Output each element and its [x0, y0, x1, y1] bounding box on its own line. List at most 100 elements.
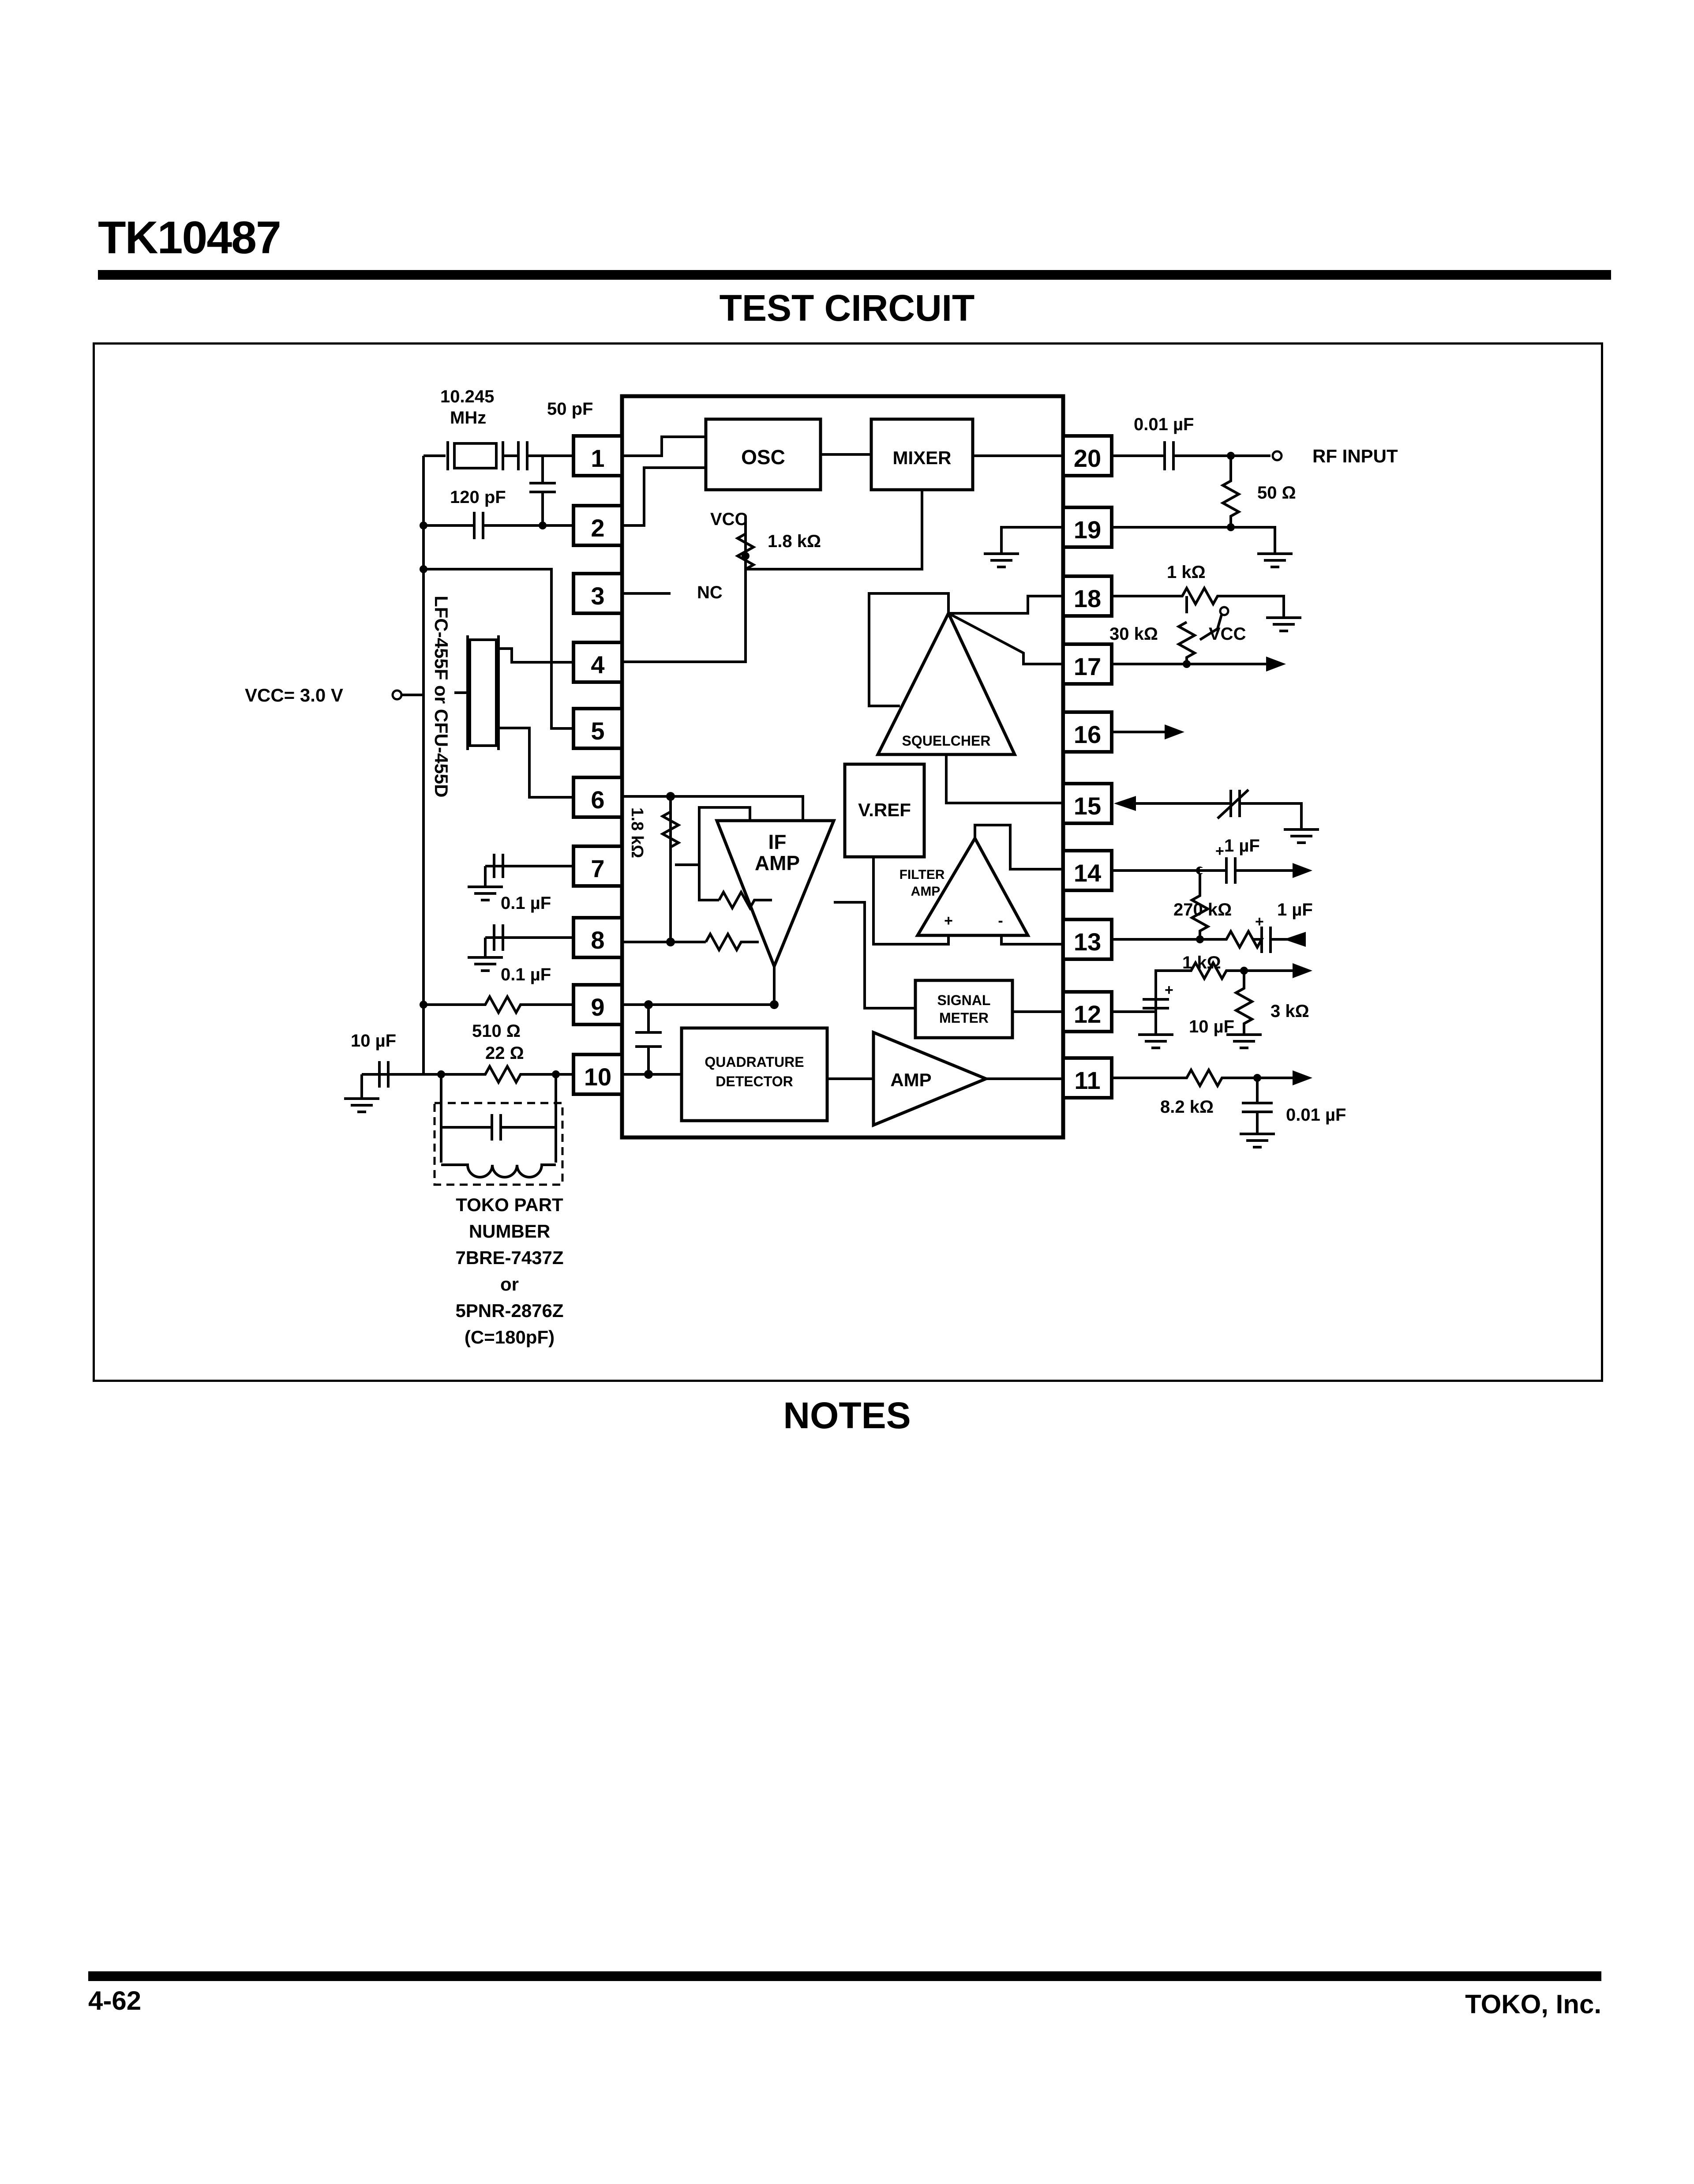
- pin-14-label: 14: [1074, 859, 1101, 887]
- toko-line-1: TOKO PART: [456, 1194, 563, 1215]
- ceramic-filter-label: LFC-455F or CFU-455D: [431, 596, 452, 797]
- r-22-label: 22 Ω: [485, 1043, 524, 1063]
- pin-7-label: 7: [591, 855, 604, 882]
- circuit-frame: [93, 342, 1603, 1382]
- pin-2-label: 2: [591, 514, 604, 542]
- pin14-cap-plus: +: [1215, 843, 1224, 859]
- signal-meter-label-1: SIGNAL: [937, 992, 991, 1008]
- toko-line-6: (C=180pF): [465, 1327, 555, 1347]
- pin-9-label: 9: [591, 993, 604, 1021]
- r-1k-12-label: 1 kΩ: [1182, 953, 1221, 972]
- vref-block: V.REF: [843, 762, 926, 859]
- osc-block: OSC: [704, 417, 822, 492]
- pin12-visible-parts: +: [1112, 960, 1312, 1049]
- vcc-internal-label: VCC: [710, 510, 747, 529]
- r-1.8k-vertical-label: 1.8 kΩ: [628, 807, 646, 858]
- c-7-label: 0.1 µF: [501, 893, 551, 913]
- quad-det-label-2: DETECTOR: [716, 1073, 793, 1089]
- crystal-symbol: [453, 442, 498, 469]
- pin-12-label: 12: [1074, 1000, 1101, 1028]
- pin-10-label: 10: [584, 1063, 611, 1091]
- squelcher-label: SQUELCHER: [902, 733, 991, 749]
- vcc-18-label: VCC: [1209, 624, 1246, 644]
- r-270k-label: 270 kΩ: [1173, 900, 1232, 919]
- c-10uf-12-label: 10 µF: [1189, 1017, 1234, 1036]
- signal-meter-label-2: METER: [939, 1010, 989, 1026]
- left-external-circuit: [344, 441, 573, 1186]
- if-amp: IF AMP: [714, 819, 836, 971]
- rf-input-label: RF INPUT: [1312, 446, 1398, 466]
- r-1.8k-label: 1.8 kΩ: [768, 532, 821, 551]
- filter-amp-plus: +: [944, 912, 953, 929]
- crystal-unit-label: MHz: [450, 408, 486, 428]
- output-amp: AMP: [872, 1030, 990, 1128]
- pin14-visible-parts: +: [1200, 843, 1312, 884]
- if-amp-label-2: AMP: [755, 852, 800, 874]
- output-amp-label: AMP: [890, 1069, 931, 1090]
- pin-19-label: 19: [1074, 516, 1101, 544]
- toko-part-outline: [433, 1102, 564, 1186]
- squelcher-amp: SQUELCHER: [875, 609, 1017, 756]
- notes-title: NOTES: [783, 1395, 911, 1436]
- pin-4-label: 4: [591, 651, 604, 679]
- filter-amp: FILTER AMP + -: [899, 835, 1031, 937]
- ceramic-filter: [468, 638, 498, 747]
- filter-amp-minus: -: [998, 912, 1003, 929]
- r-510-label: 510 Ω: [472, 1021, 521, 1041]
- document-title: TK10487: [98, 212, 281, 263]
- pin12-cap-plus: +: [1165, 982, 1173, 998]
- left-pins: 1 2 3 4 5 6 7 8 9 10: [572, 434, 624, 1096]
- pin13-visible-parts: +: [1112, 913, 1306, 953]
- c-001uf-11-label: 0.01 µF: [1286, 1105, 1346, 1125]
- pin-18-label: 18: [1074, 585, 1101, 612]
- ic-body: [620, 394, 1065, 1140]
- section-title: TEST CIRCUIT: [719, 287, 975, 329]
- pin-3-label: 3: [591, 582, 604, 610]
- c-001uf-rf-label: 0.01 µF: [1134, 415, 1194, 434]
- right-external-circuit: [984, 441, 1319, 939]
- pin-6-label: 6: [591, 786, 604, 814]
- quadrature-detector-block: QUADRATURE DETECTOR: [680, 1026, 829, 1122]
- header-rule: [98, 270, 1611, 280]
- r-3k-label: 3 kΩ: [1270, 1002, 1309, 1021]
- r-1k-18-label: 1 kΩ: [1167, 563, 1206, 582]
- r-30k-label: 30 kΩ: [1109, 624, 1158, 644]
- pin-15-label: 15: [1074, 792, 1101, 820]
- c-10uf-left-label: 10 µF: [351, 1031, 396, 1051]
- toko-part-text: TOKO PART NUMBER 7BRE-7437Z or 5PNR-2876…: [455, 1194, 563, 1347]
- pin-11-label: 11: [1074, 1066, 1100, 1094]
- pin-3-box: [572, 572, 624, 615]
- r-50-label: 50 Ω: [1257, 483, 1296, 503]
- crystal-freq-label: 10.245: [440, 387, 494, 406]
- c-1uf-13-label: 1 µF: [1277, 900, 1313, 919]
- vcc-supply-label: VCC= 3.0 V: [245, 685, 343, 705]
- pin13-cap-plus: +: [1255, 913, 1264, 930]
- r-82k-label: 8.2 kΩ: [1160, 1097, 1214, 1117]
- mixer-block: MIXER: [869, 417, 974, 492]
- pin-9-box: [572, 983, 624, 1026]
- osc-label: OSC: [741, 446, 785, 469]
- toko-line-2: NUMBER: [469, 1221, 550, 1242]
- pin-8-label: 8: [591, 926, 604, 954]
- pin11-visible-parts: [1112, 1067, 1312, 1148]
- page-number: 4-62: [88, 1986, 142, 2015]
- pin-13-label: 13: [1074, 928, 1101, 956]
- filter-amp-label-2: AMP: [911, 884, 941, 899]
- mixer-label: MIXER: [892, 447, 951, 468]
- c-120pf-label: 120 pF: [450, 488, 506, 507]
- pin-5-label: 5: [591, 717, 604, 745]
- toko-line-5: 5PNR-2876Z: [455, 1300, 563, 1321]
- signal-meter-block: SIGNAL METER: [914, 979, 1014, 1039]
- filter-amp-label-1: FILTER: [899, 867, 945, 882]
- company-name: TOKO, Inc.: [1465, 1989, 1601, 2019]
- toko-line-4: or: [500, 1274, 519, 1295]
- c-1uf-15-label: 1 µF: [1224, 836, 1260, 856]
- pin-8-box: [572, 916, 624, 959]
- quad-det-label-1: QUADRATURE: [705, 1054, 804, 1070]
- right-pins: 20 19 18 17 16 15 14 13 12 11: [1061, 434, 1113, 1100]
- if-amp-label-1: IF: [768, 830, 787, 853]
- vref-label: V.REF: [858, 799, 911, 820]
- pin-17-label: 17: [1074, 653, 1101, 680]
- toko-line-3: 7BRE-7437Z: [455, 1247, 563, 1268]
